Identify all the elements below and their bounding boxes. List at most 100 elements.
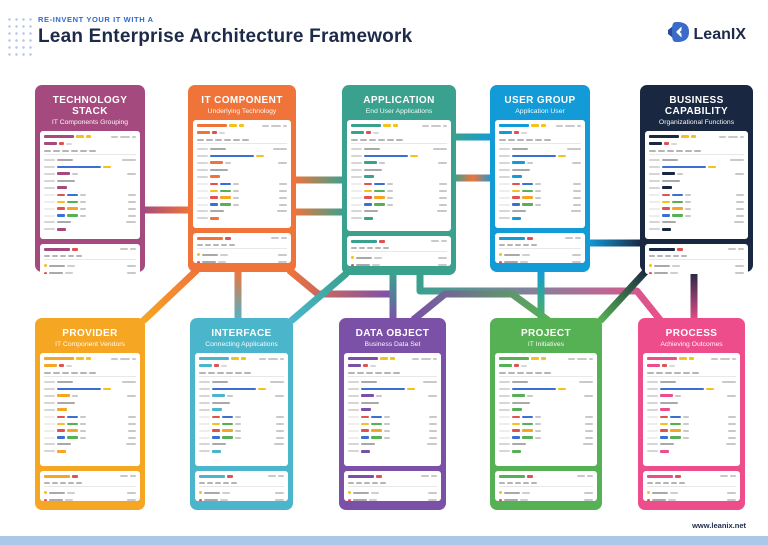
skeleton-bar <box>512 429 520 432</box>
mock-row <box>44 475 136 478</box>
skeleton-bar <box>212 436 220 439</box>
skeleton-bar <box>412 357 419 360</box>
skeleton-bar <box>676 149 683 152</box>
status-dot-icon <box>647 491 650 495</box>
mock-row <box>44 193 136 197</box>
skeleton-bar <box>514 131 519 135</box>
skeleton-bar <box>512 443 526 446</box>
mock-row <box>499 243 581 249</box>
mock-row-left <box>348 357 395 360</box>
skeleton-bar <box>522 182 533 186</box>
skeleton-bar <box>692 371 699 374</box>
skeleton-bar <box>508 138 515 141</box>
card-subtitle-data-object: Business Data Set <box>364 341 421 348</box>
mock-row-left <box>44 186 67 190</box>
skeleton-bar <box>44 408 55 411</box>
mock-row-left <box>351 124 398 127</box>
skeleton-bar <box>384 422 390 425</box>
skeleton-bar <box>53 371 60 374</box>
skeleton-bar <box>361 387 405 391</box>
skeleton-bar <box>681 135 689 138</box>
mock-row-left <box>197 196 239 199</box>
mock-row-right <box>279 196 287 199</box>
skeleton-bar <box>649 214 660 217</box>
skeleton-bar <box>649 228 660 231</box>
skeleton-bar <box>679 481 685 484</box>
mock-row <box>647 443 736 446</box>
mock-row <box>348 387 437 391</box>
skeleton-bar <box>504 491 520 494</box>
mock-row <box>647 449 736 453</box>
mock-row-right <box>736 214 744 217</box>
skeleton-bar <box>438 264 447 266</box>
mock-row <box>197 189 287 193</box>
mock-row-right <box>429 429 437 432</box>
mock-row <box>199 401 284 404</box>
skeleton-bar <box>726 443 736 446</box>
mock-row-left <box>348 371 400 374</box>
skeleton-bar <box>384 371 391 374</box>
mock-row-right <box>279 182 287 185</box>
mock-row-left <box>499 189 541 193</box>
mock-row-left <box>649 264 680 268</box>
skeleton-bar <box>499 387 510 390</box>
mock-row-left <box>44 443 71 446</box>
mock-row <box>647 364 736 368</box>
skeleton-bar <box>378 138 385 141</box>
skeleton-bar <box>728 415 736 418</box>
skeleton-bar <box>103 387 111 391</box>
skeleton-bar <box>199 481 205 484</box>
skeleton-bar <box>499 196 510 199</box>
factsheet-preview-process <box>643 353 740 466</box>
skeleton-bar <box>522 429 533 432</box>
mock-row-left <box>199 394 233 398</box>
skeleton-bar <box>67 436 78 439</box>
mock-row <box>44 491 136 495</box>
skeleton-bar <box>57 221 71 224</box>
skeleton-bar <box>361 408 371 412</box>
skeleton-bar <box>499 131 512 135</box>
mock-row <box>348 475 437 478</box>
skeleton-bar <box>197 138 204 141</box>
card-subtitle-provider: IT Component Vendors <box>55 341 125 348</box>
mock-row <box>499 491 593 495</box>
skeleton-bar <box>44 228 55 231</box>
mock-row <box>197 154 287 158</box>
skeleton-bar <box>521 364 527 367</box>
card-title-application: APPLICATION <box>363 95 435 106</box>
skeleton-bar <box>44 172 55 175</box>
skeleton-bar <box>585 436 593 439</box>
mock-row-right <box>126 221 136 224</box>
mock-row-right <box>577 475 593 478</box>
skeleton-bar <box>647 364 660 368</box>
skeleton-bar <box>517 138 524 141</box>
mock-row-left <box>499 429 541 432</box>
skeleton-bar <box>49 272 63 274</box>
skeleton-bar <box>279 196 287 199</box>
skeleton-bar <box>507 481 513 484</box>
mock-row-left <box>649 142 677 146</box>
skeleton-bar <box>231 481 237 484</box>
skeleton-bar <box>199 429 210 432</box>
mock-row-right <box>585 436 593 439</box>
skeleton-bar <box>728 135 738 138</box>
mock-row <box>649 227 744 231</box>
mock-row <box>499 175 581 179</box>
skeleton-bar <box>735 264 744 267</box>
mock-row-left <box>44 394 78 398</box>
skeleton-bar <box>275 491 284 494</box>
skeleton-bar <box>541 357 546 360</box>
skeleton-bar <box>573 203 581 206</box>
footer-url[interactable]: www.leanix.net <box>692 521 746 530</box>
skeleton-bar <box>223 481 229 484</box>
skeleton-bar <box>199 450 210 453</box>
mock-row <box>197 216 287 220</box>
skeleton-bar <box>649 221 660 224</box>
skeleton-bar <box>647 357 677 360</box>
mock-row-left <box>197 243 235 246</box>
skeleton-bar <box>512 161 525 165</box>
mock-row <box>348 481 437 487</box>
skeleton-bar <box>512 154 556 158</box>
mock-row <box>649 207 744 210</box>
skeleton-bar <box>348 394 359 397</box>
